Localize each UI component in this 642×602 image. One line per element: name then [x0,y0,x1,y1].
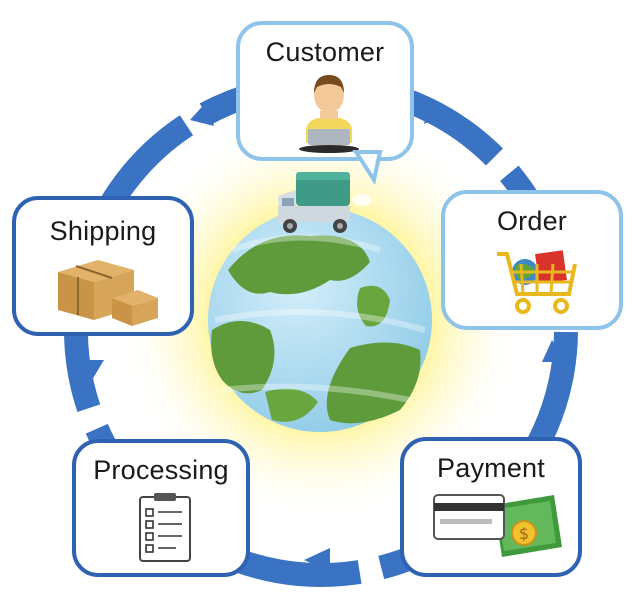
cardboard-boxes-icon [58,260,158,326]
person-laptop-icon [299,75,359,153]
node-label: Order [496,206,568,236]
node-payment: Payment $ [400,437,582,577]
node-label: Payment [437,453,545,483]
customer-bubble-tail [352,150,383,184]
node-label: Shipping [49,216,157,246]
node-order: Order [441,190,623,330]
node-label: Customer [265,37,385,67]
shopping-cart-icon [497,250,577,314]
globe-with-truck-icon [208,172,432,432]
svg-text:$: $ [519,524,529,543]
node-shipping: Shipping [12,196,194,336]
node-processing: Processing [72,439,250,577]
clipboard-checklist-icon [139,493,191,562]
node-label: Processing [93,455,229,485]
ring-arrows [80,100,566,572]
node-customer: Customer [236,21,414,161]
credit-card-cash-icon: $ [433,494,562,557]
